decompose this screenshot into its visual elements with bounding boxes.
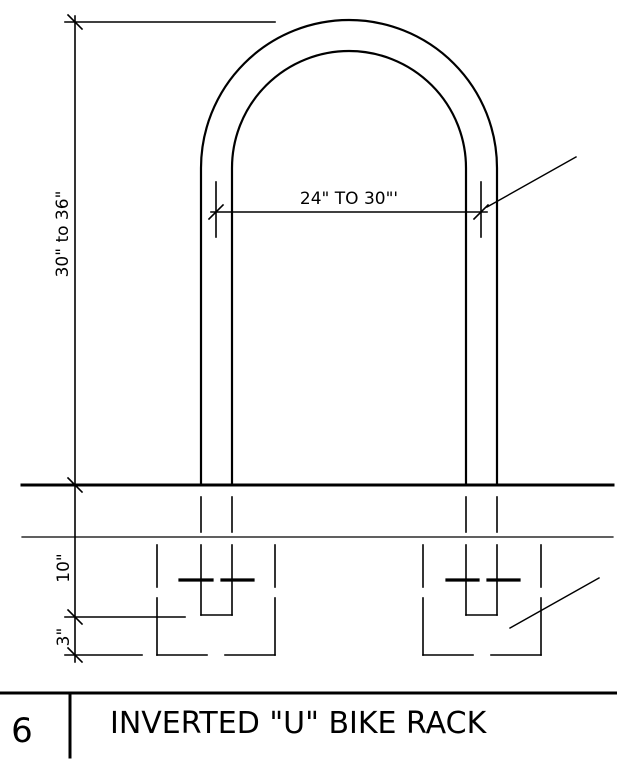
embed-depth-label: 10" [54, 553, 74, 582]
u-rack-inner-outline [230, 49, 468, 487]
u-rack-tube [199, 18, 499, 487]
height-dimension-label: 30" to 36" [53, 191, 73, 278]
width-dimension-label: 24" TO 30"' [300, 189, 398, 209]
footing-left [156, 544, 276, 656]
embedded-leg-left [200, 496, 233, 616]
detail-title: INVERTED "U" BIKE RACK [110, 706, 488, 741]
leader-line-footing [509, 577, 600, 629]
leader-line-rack [486, 156, 577, 208]
base-depth-label: 3" [54, 628, 74, 647]
detail-number: 6 [11, 711, 33, 751]
u-rack-outer-outline [199, 18, 499, 487]
width-dimension [207, 181, 490, 238]
vertical-dimension [64, 13, 276, 664]
embedded-leg-right [465, 496, 498, 616]
footing-right [422, 544, 542, 656]
